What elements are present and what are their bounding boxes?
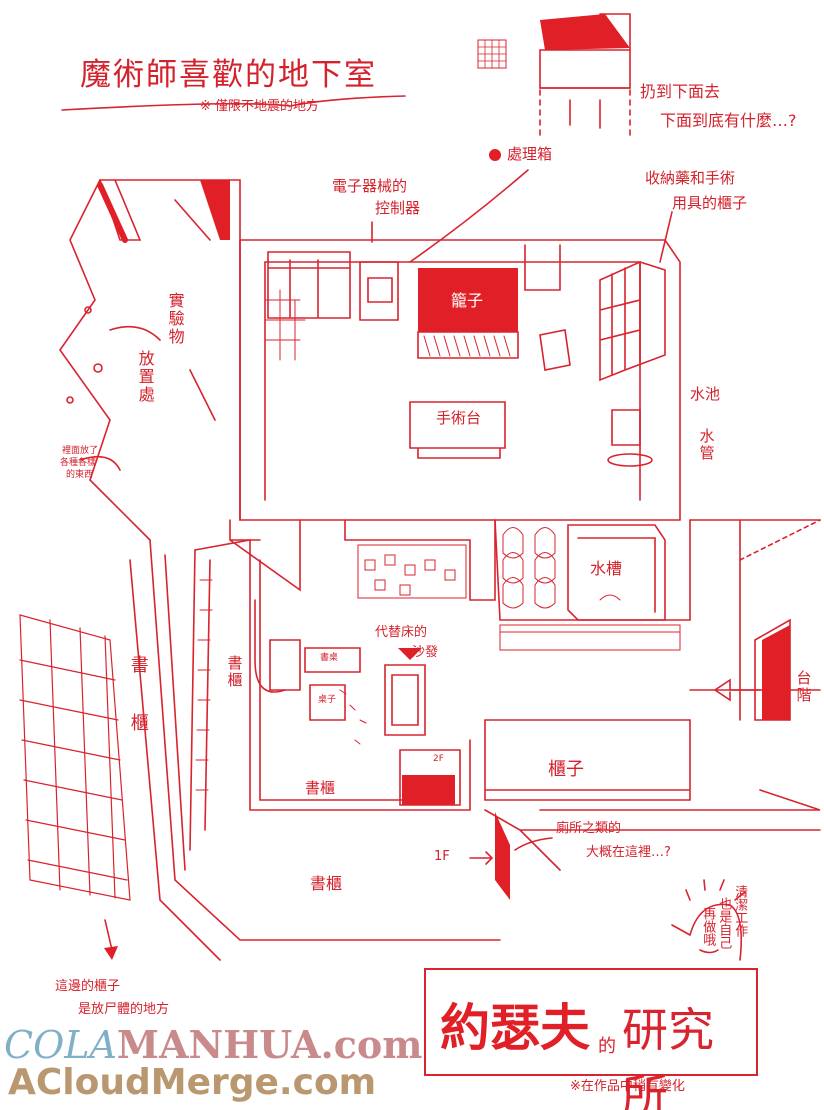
note-throw-down: 扔到下面去 [640,82,721,101]
label-sofa-2: 沙發 [412,645,439,660]
label-cabinet-2: 用具的櫃子 [672,194,748,212]
label-inside-1: 裡面放了 [62,446,99,456]
note-clean-3: 再做哦 [700,907,716,946]
label-bookshelf-outer: 書櫃 [310,874,343,893]
label-hose: 水管 [697,428,716,462]
label-disposal-box: 處理箱 [507,145,553,163]
label-stairs: 台階 [794,670,813,704]
label-sink: 水池 [690,385,721,403]
footnote: ※在作品中稍有變化 [570,1079,685,1094]
label-water-tank: 水槽 [590,559,623,578]
page-title: 魔術師喜歡的地下室 [80,57,377,93]
watermark-colamanhua: COLAMANHUA.com [4,1022,422,1067]
label-experiment-2: 放置處 [135,350,155,404]
leader-line [409,169,529,263]
label-sofa-1: 代替床的 [375,625,428,640]
lower-room [189,539,691,851]
cage-box [418,268,518,332]
watermark-part2: MANHUA.com [116,1022,423,1067]
chibi-character [671,879,746,961]
note-clean-1: 清潔工作 [732,885,748,937]
label-bookshelf-left: 書櫃 [127,655,149,771]
label-controller-1: 電子器械的 [332,177,408,195]
note-whats-below: 下面到底有什麼…? [660,111,797,130]
experiment-corridor [59,179,241,541]
logo-name: 約瑟夫 [440,999,590,1057]
watermark-acloudmerge: ACloudMerge.com [8,1062,377,1103]
logo-of: 的 [598,1036,616,1057]
disposal-dot [489,149,501,161]
lab-logo-box: 約瑟夫 的 研究所 [424,968,758,1110]
note-corpse-1: 這邊的櫃子 [55,979,121,994]
disposal-chute [477,13,631,141]
label-1f: 1F [434,849,450,864]
label-table: 桌子 [318,695,337,705]
note-clean-2: 也是自己 [716,897,732,949]
label-inside-3: 的東西 [66,470,94,480]
label-inside-2: 各種各樣 [60,458,97,468]
watermark-part1: COLA [4,1023,117,1067]
note-toilet-2: 大概在這裡…? [586,845,671,860]
label-bookshelf-bottom-inner: 書櫃 [305,779,336,797]
label-cage: 籠子 [451,291,484,310]
label-cabinet-1: 收納藥和手術 [645,169,736,187]
label-desk: 書桌 [320,653,339,663]
subtitle: ※ 僅限不地震的地方 [200,99,320,114]
label-operating-table: 手術台 [436,409,482,427]
label-cupboard: 櫃子 [548,759,584,780]
note-toilet-1: 廁所之類的 [556,821,622,836]
note-corpse-2: 是放尸體的地方 [78,1002,170,1017]
logo-lab: 研究所 [622,1003,714,1110]
left-bookshelf-grid [19,614,131,901]
label-2f: 2F [433,754,444,764]
title-underline [61,95,406,111]
label-bookshelf-inner: 書櫃 [225,655,244,689]
label-controller-2: 控制器 [375,199,421,217]
label-experiment-1: 實驗物 [165,292,185,346]
